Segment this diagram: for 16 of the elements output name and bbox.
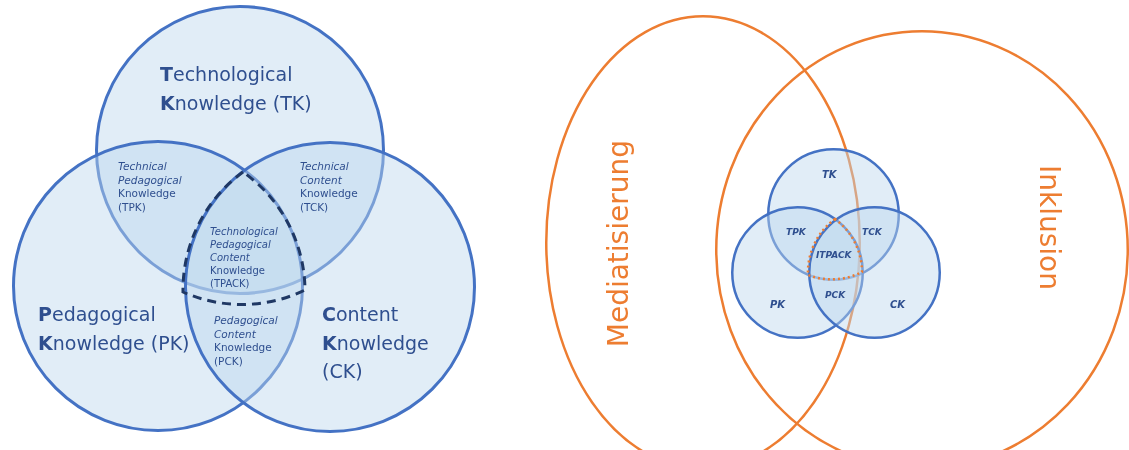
region-label: PCK — [825, 290, 847, 302]
circle-label: TK — [822, 168, 838, 181]
region-label: Technical Content Knowledge (TCK) — [300, 160, 359, 215]
circle-label: Pedagogical Knowledge (PK) — [38, 302, 191, 356]
region-label: TCK — [862, 227, 883, 239]
circle-label: PK — [770, 298, 787, 311]
circle-label: Technological Pedagogical Content Knowledge (TPACK) — [210, 225, 279, 290]
circle-label: Technological Knowledge (TK) — [160, 62, 313, 116]
region-label: TPK — [786, 227, 807, 239]
region-label: Technical Pedagogical Knowledge (TPK) — [118, 160, 183, 215]
circle-label: ITPACK — [816, 250, 853, 262]
circle-label: CK — [890, 298, 907, 311]
circle-label: Content Knowledge (CK) — [322, 302, 430, 384]
region-label: Pedagogical Content Knowledge (PCK) — [214, 314, 279, 369]
vertical-label: Inklusion — [1035, 165, 1063, 290]
vertical-label: Mediatisierung — [605, 140, 633, 348]
